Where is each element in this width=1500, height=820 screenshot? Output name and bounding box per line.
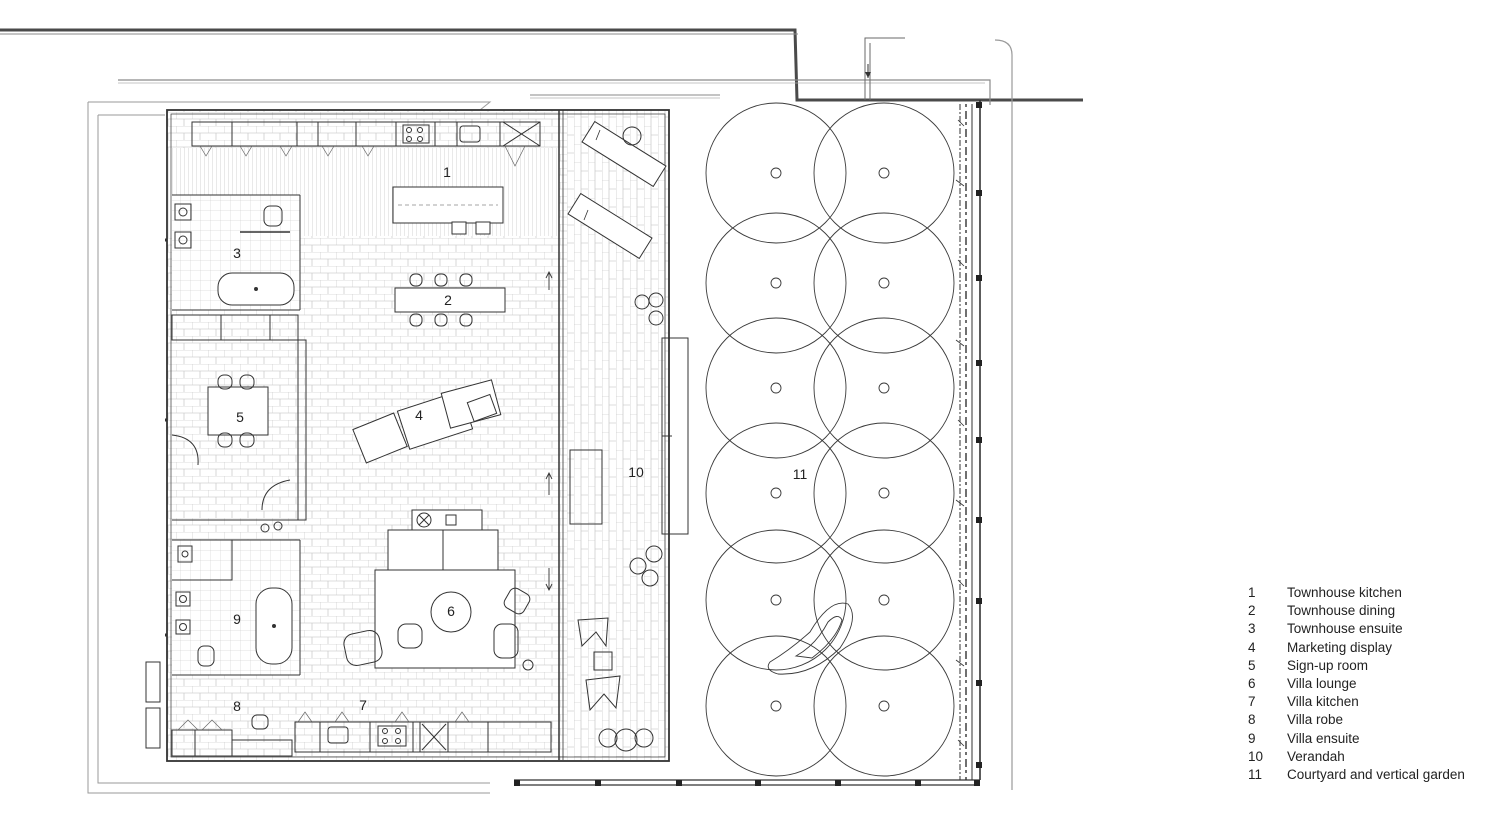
room-numbers: 1 2 3 4 5 6 7 8 9 10 11 <box>233 164 807 714</box>
townhouse-kitchen <box>191 121 541 235</box>
legend-item: 8 Villa robe <box>1248 711 1465 729</box>
legend-number: 10 <box>1248 748 1264 764</box>
legend-number: 8 <box>1248 712 1256 728</box>
room-number-1: 1 <box>443 164 451 180</box>
legend-item: 10 Verandah <box>1248 748 1465 766</box>
legend-number: 7 <box>1248 694 1256 710</box>
legend-label: Marketing display <box>1287 639 1393 655</box>
room-number-8: 8 <box>233 698 241 714</box>
room-number-2: 2 <box>444 292 452 308</box>
legend-label: Villa lounge <box>1287 675 1357 691</box>
legend-label: Villa ensuite <box>1287 730 1360 746</box>
room-number-9: 9 <box>233 611 241 627</box>
legend-number: 6 <box>1248 675 1256 691</box>
legend-number: 5 <box>1248 657 1256 673</box>
legend-label: Townhouse ensuite <box>1287 621 1403 637</box>
legend-number: 2 <box>1248 603 1256 619</box>
legend-item: 4 Marketing display <box>1248 639 1465 657</box>
legend-number: 3 <box>1248 621 1256 637</box>
verandah <box>545 120 689 752</box>
villa-kitchen <box>231 711 552 757</box>
garden-posts <box>976 102 982 768</box>
legend-number: 11 <box>1248 766 1263 782</box>
legend-item: 5 Sign-up room <box>1248 657 1465 675</box>
townhouse-dining <box>394 273 506 327</box>
legend-label: Courtyard and vertical garden <box>1287 766 1465 782</box>
legend-item: 9 Villa ensuite <box>1248 730 1465 748</box>
legend-number: 9 <box>1248 730 1256 746</box>
legend-label: Sign-up room <box>1287 657 1369 673</box>
room-number-4: 4 <box>415 407 423 423</box>
room-number-3: 3 <box>233 245 241 261</box>
room-number-6: 6 <box>447 603 455 619</box>
legend-label: Townhouse dining <box>1287 603 1396 619</box>
room-number-10: 10 <box>628 464 644 480</box>
villa-lounge <box>343 509 534 671</box>
legend-number: 4 <box>1248 639 1256 655</box>
room-number-11: 11 <box>793 466 808 482</box>
legend: 1 Townhouse kitchen 2 Townhouse dining 3… <box>1248 584 1465 784</box>
legend-item: 1 Townhouse kitchen <box>1248 584 1465 602</box>
legend-item: 11 Courtyard and vertical garden <box>1248 766 1465 784</box>
sign-up-room <box>171 314 307 533</box>
legend-item: 3 Townhouse ensuite <box>1248 620 1465 638</box>
legend-item: 6 Villa lounge <box>1248 675 1465 693</box>
bottom-fence <box>514 779 980 786</box>
legend-label: Verandah <box>1287 748 1345 764</box>
room-number-5: 5 <box>236 409 244 425</box>
legend-label: Villa kitchen <box>1287 694 1359 710</box>
site-boundary <box>0 28 1083 794</box>
townhouse-ensuite <box>172 194 301 311</box>
marketing-display <box>352 379 502 464</box>
legend-label: Villa robe <box>1287 712 1344 728</box>
villa-ensuite <box>172 539 301 675</box>
legend-item: 7 Villa kitchen <box>1248 693 1465 711</box>
legend-label: Townhouse kitchen <box>1287 585 1402 600</box>
legend-number: 1 <box>1248 585 1256 600</box>
legend-item: 2 Townhouse dining <box>1248 602 1465 620</box>
room-number-7: 7 <box>359 697 367 713</box>
courtyard-trees <box>705 102 955 777</box>
